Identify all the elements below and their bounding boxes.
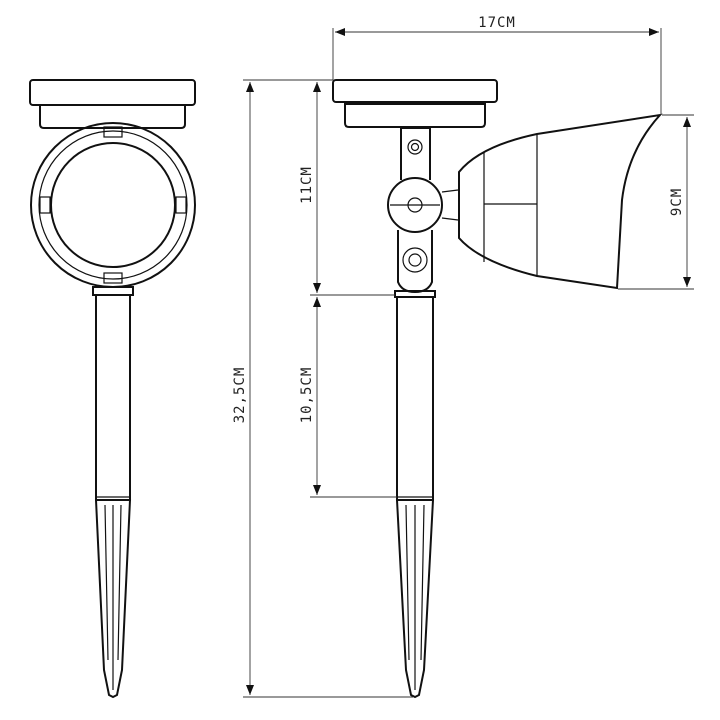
spike-ribs <box>104 504 122 690</box>
panel-base <box>39 104 186 129</box>
adjust-knob <box>387 177 443 233</box>
label-head-height: 11CM <box>299 166 315 204</box>
label-lamp-height: 9CM <box>669 188 685 216</box>
ring-tab-bottom <box>103 272 123 284</box>
lamp-joint <box>441 189 459 221</box>
spike-ribs-side <box>405 504 425 690</box>
ring-tab-left <box>39 196 51 214</box>
lamp-ring-outer <box>30 122 196 288</box>
panel-base-side <box>344 103 486 128</box>
front-view <box>29 79 196 699</box>
stake-spike <box>94 499 132 699</box>
screw-top-inner <box>410 142 420 152</box>
screw-lower-inner <box>408 253 422 267</box>
stake-collar <box>92 286 134 296</box>
stake-spike-side <box>395 499 435 699</box>
lamp-ring-mid <box>38 130 188 280</box>
ring-tab-top <box>103 126 123 138</box>
lamp-head <box>458 113 663 290</box>
stake-side <box>396 296 434 501</box>
dimension-lines: 17CM 32,5CM 11CM 10,5CM 9CM <box>232 15 694 698</box>
label-stake-upper: 10,5CM <box>299 367 315 424</box>
solar-panel <box>29 79 196 106</box>
screw-lower <box>402 247 428 273</box>
label-total-height: 32,5CM <box>232 367 248 424</box>
stake <box>95 294 131 501</box>
label-width: 17CM <box>478 15 516 31</box>
bracket-arm <box>400 127 431 180</box>
side-view <box>332 79 663 699</box>
screw-top <box>407 139 423 155</box>
ring-tab-right <box>175 196 187 214</box>
lamp-head-seams <box>483 134 538 276</box>
lamp-lens <box>50 142 176 268</box>
solar-panel-side <box>332 79 498 103</box>
